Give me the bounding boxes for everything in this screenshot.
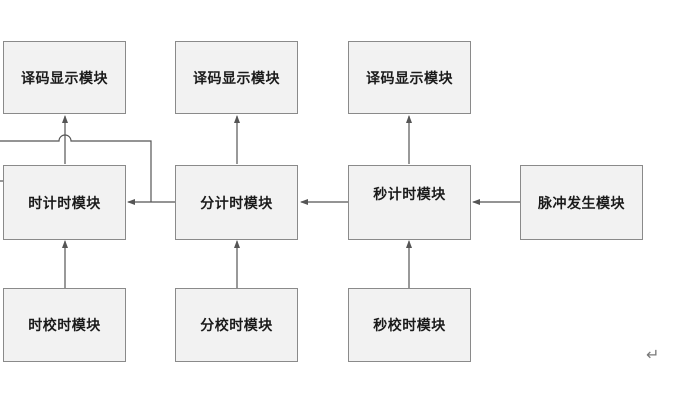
decode-display-second: 译码显示模块 bbox=[348, 41, 471, 114]
minute-adjust-block: 分校时模块 bbox=[175, 288, 298, 362]
hour-adjust-block: 时校时模块 bbox=[3, 288, 126, 362]
second-counter-block: 秒计时模块 bbox=[348, 165, 471, 240]
feedback-wire bbox=[0, 134, 152, 202]
pulse-generator-block: 脉冲发生模块 bbox=[520, 165, 643, 240]
minute-counter-block: 分计时模块 bbox=[175, 165, 298, 240]
decode-display-hour: 译码显示模块 bbox=[3, 41, 126, 114]
return-mark-icon: ↵ bbox=[646, 345, 660, 364]
second-adjust-block: 秒校时模块 bbox=[348, 288, 471, 362]
hour-counter-block: 时计时模块 bbox=[3, 165, 126, 240]
decode-display-minute: 译码显示模块 bbox=[175, 41, 298, 114]
